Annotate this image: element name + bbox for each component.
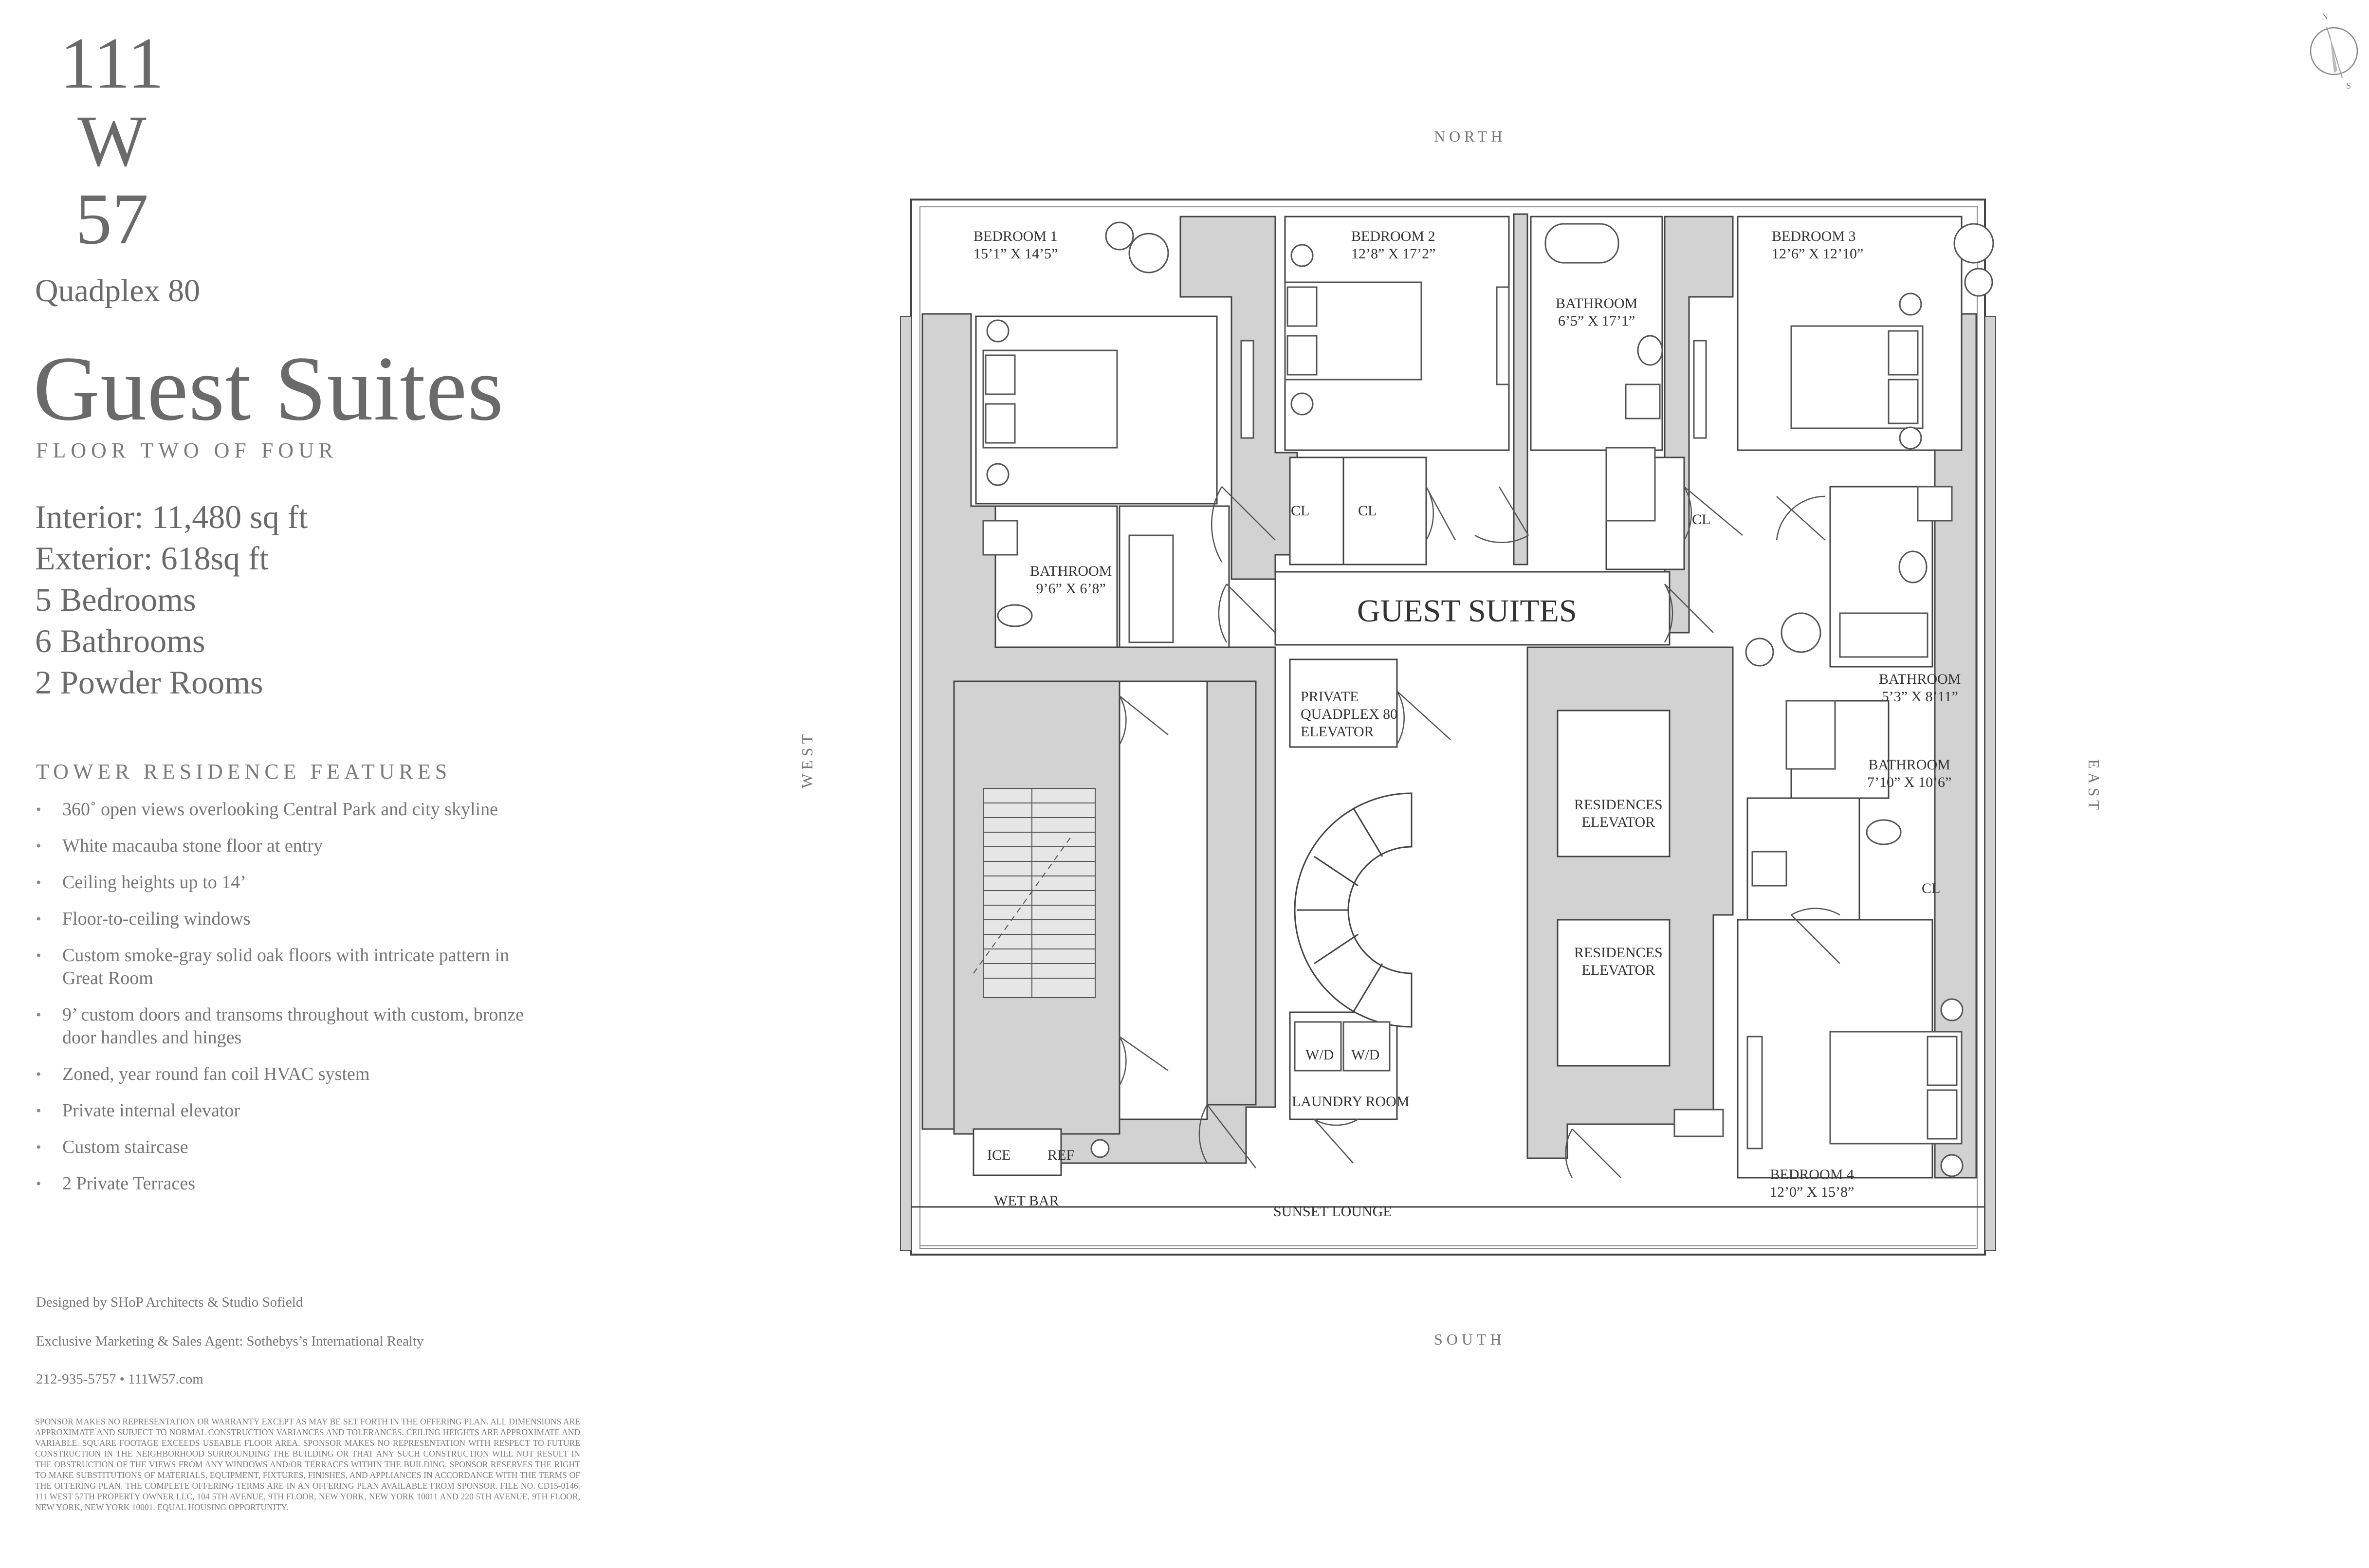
stat-exterior: Exterior: 618sq ft xyxy=(35,540,269,577)
legal-disclaimer: Sponsor makes no representation or warra… xyxy=(35,1417,580,1512)
stat-powder-rooms: 2 Powder Rooms xyxy=(35,664,263,701)
stat-bedrooms: 5 Bedrooms xyxy=(35,581,196,618)
bathroom-east-2-label: BATHROOM 7’10” X 10’6” xyxy=(1867,757,1952,790)
bed-icon xyxy=(982,281,1963,1145)
ice-maker-label: ICE xyxy=(987,1147,1011,1163)
features-list: 360˚ open views overlooking Central Park… xyxy=(36,798,571,1209)
address-line-2: W xyxy=(77,101,147,182)
staircase xyxy=(973,788,1096,998)
private-elevator-label: PRIVATE QUADPLEX 80 ELEVATOR xyxy=(1301,689,1398,740)
feature-item: Ceiling heights up to 14’ xyxy=(36,871,571,894)
closet-label: CL xyxy=(1358,503,1377,519)
contact-info[interactable]: 212-935-5757 • 111W57.com xyxy=(36,1371,203,1387)
bedroom-4-label: BEDROOM 4 12’0” X 15’8” xyxy=(1770,1167,1855,1200)
bathtub-icon xyxy=(1839,612,1928,658)
building-address: 111 W 57 xyxy=(34,24,190,258)
bathroom-east-1-label: BATHROOM 5’3” X 8’11” xyxy=(1879,671,1961,705)
closet-label: CL xyxy=(1922,880,1941,896)
bedroom-2-label: BEDROOM 2 12’8” X 17’2” xyxy=(1351,228,1436,262)
washer-dryer-label: W/D xyxy=(1351,1047,1380,1063)
feature-item: Custom smoke-gray solid oak floors with … xyxy=(36,944,520,990)
residence-stats: Interior: 11,480 sq ft Exterior: 618sq f… xyxy=(35,496,308,703)
address-line-3: 57 xyxy=(75,179,148,259)
bathroom-top-label: BATHROOM 6’5” X 17’1” xyxy=(1556,295,1638,329)
bedroom-1-label: BEDROOM 1 15’1” X 14’5” xyxy=(973,228,1058,262)
sunset-lounge-label: SUNSET LOUNGE xyxy=(1273,1203,1392,1220)
refrigerator-label: REF xyxy=(1047,1147,1075,1163)
bathtub-icon xyxy=(1128,534,1174,643)
stat-bathrooms: 6 Bathrooms xyxy=(35,622,205,659)
page-title: Guest Suites xyxy=(33,338,504,440)
residence-subtitle: Quadplex 80 xyxy=(35,273,201,309)
bedroom-3-label: BEDROOM 3 12’6” X 12’10” xyxy=(1772,228,1864,262)
bathroom-1-label: BATHROOM 9’6” X 6’8” xyxy=(1030,563,1112,597)
compass-rose-icon: N S xyxy=(2310,12,2358,91)
feature-item: 360˚ open views overlooking Central Park… xyxy=(36,798,571,821)
laundry-room-label: LAUNDRY ROOM xyxy=(1292,1094,1410,1110)
plan-title: GUEST SUITES xyxy=(1357,593,1577,629)
feature-item: 2 Private Terraces xyxy=(36,1172,571,1195)
residences-elevator-2-label: RESIDENCES ELEVATOR xyxy=(1574,945,1663,978)
features-heading: TOWER RESIDENCE FEATURES xyxy=(36,760,452,784)
floor-label: FLOOR TWO OF FOUR xyxy=(36,438,338,462)
address-line-1: 111 xyxy=(60,23,164,104)
washer-dryer-label: W/D xyxy=(1305,1047,1334,1063)
feature-item: Floor-to-ceiling windows xyxy=(36,908,571,930)
bathtub-icon xyxy=(1544,223,1619,264)
residences-elevator-1 xyxy=(1557,710,1671,857)
designer-credit: Designed by SHoP Architects & Studio Sof… xyxy=(36,1295,303,1310)
feature-item: White macauba stone floor at entry xyxy=(36,835,571,857)
washer-dryer-icon xyxy=(1294,1021,1391,1072)
wet-bar-label: WET BAR xyxy=(994,1193,1059,1209)
private-elevator xyxy=(1289,658,1398,748)
feature-item: 9’ custom doors and transoms throughout … xyxy=(36,1003,530,1049)
feature-item: Private internal elevator xyxy=(36,1099,571,1122)
feature-item: Custom staircase xyxy=(36,1136,571,1159)
door-swings xyxy=(1119,486,1840,1178)
compass-north-label: NORTH xyxy=(1434,128,1506,145)
spiral-staircase xyxy=(1294,792,1413,1028)
agent-credit: Exclusive Marketing & Sales Agent: Sothe… xyxy=(36,1333,424,1349)
residences-elevator-2 xyxy=(1557,919,1671,1067)
feature-item: Zoned, year round fan coil HVAC system xyxy=(36,1063,571,1086)
bath-fixtures xyxy=(982,223,1953,1137)
compass-rose-n-label: N xyxy=(2322,12,2328,21)
residences-elevator-1-label: RESIDENCES ELEVATOR xyxy=(1574,797,1663,830)
compass-south-label: SOUTH xyxy=(1434,1331,1506,1348)
compass-rose-s-label: S xyxy=(2346,81,2351,91)
stat-interior: Interior: 11,480 sq ft xyxy=(35,498,308,535)
closet-label: CL xyxy=(1291,503,1310,519)
closet-label: CL xyxy=(1692,511,1711,528)
